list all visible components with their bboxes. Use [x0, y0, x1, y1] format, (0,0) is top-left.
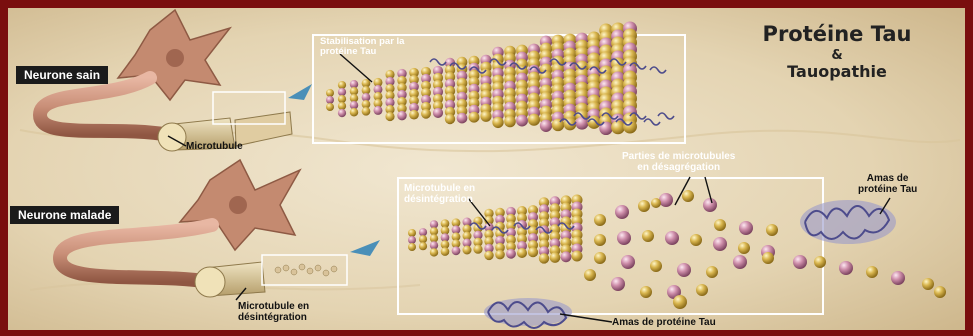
loose-tubulin-bead: [762, 252, 774, 264]
microtubule-bead: [445, 114, 455, 124]
label-tau-clump-right: Amas de protéine Tau: [858, 174, 917, 195]
microtubule-bead: [430, 248, 438, 256]
microtubule-bead: [517, 248, 527, 258]
loose-tubulin-bead: [650, 260, 662, 272]
microtubule-bead: [540, 120, 552, 132]
microtubule-bead: [452, 246, 461, 255]
loose-tubulin-bead: [621, 255, 635, 269]
loose-tubulin-bead: [714, 219, 726, 231]
loose-tubulin-bead: [673, 295, 687, 309]
loose-tubulin-bead: [677, 263, 691, 277]
loose-tubulin-bead: [594, 234, 606, 246]
label-sick-neuron: Neurone malade: [10, 206, 119, 224]
loose-tubulin-bead: [703, 198, 717, 212]
microtubule-bead: [457, 113, 468, 124]
microtubule-bead: [484, 251, 493, 260]
loose-tubulin-bead: [651, 198, 661, 208]
microtubule-bead: [408, 236, 416, 244]
loose-tubulin-bead: [690, 234, 702, 246]
microtubule-bead: [463, 246, 472, 255]
microtubule-bead: [326, 89, 334, 97]
loose-tubulin-bead: [766, 224, 778, 236]
microtubule-bead: [528, 114, 540, 126]
loose-tubulin-bead: [665, 231, 679, 245]
loose-tubulin-bead: [814, 256, 826, 268]
microtubule-bead: [473, 245, 482, 254]
microtubule-bead: [469, 112, 480, 123]
microtubule-bead: [572, 251, 583, 262]
title-line-1: Protéine Tau: [722, 22, 952, 46]
microtubule-bead: [623, 120, 637, 134]
loose-tubulin-bead: [611, 277, 625, 291]
label-healthy-neuron: Neurone sain: [16, 66, 108, 84]
microtubule-bead: [397, 111, 406, 120]
microtubule-bead: [599, 122, 613, 136]
loose-tubulin-bead: [713, 237, 727, 251]
microtubule-bead: [480, 111, 491, 122]
loose-tubulin-bead: [642, 230, 654, 242]
microtubule-bead: [419, 228, 427, 236]
microtubule-bead: [419, 242, 427, 250]
label-microtubule: Microtubule: [186, 142, 243, 153]
microtubule-bead: [552, 119, 565, 132]
loose-tubulin-bead: [891, 271, 905, 285]
loose-tubulin-bead: [733, 255, 747, 269]
label-disaggregating-parts: Parties de microtubules en désagrégation: [622, 152, 735, 173]
loose-tubulin-bead: [682, 190, 694, 202]
microtubule-bead: [506, 249, 516, 259]
microtubule-bead: [326, 96, 334, 104]
loose-tubulin-bead: [638, 200, 650, 212]
microtubule-bead: [539, 253, 549, 263]
microtubule-bead: [516, 115, 528, 127]
loose-tubulin-bead: [839, 261, 853, 275]
loose-tubulin-bead: [922, 278, 934, 290]
microtubule-bead: [362, 107, 371, 116]
loose-tubulin-bead: [584, 269, 596, 281]
loose-tubulin-bead: [866, 266, 878, 278]
label-stabilisation: Stabilisation par la protéine Tau: [320, 37, 404, 57]
microtubule-bead: [419, 235, 427, 243]
microtubule-bead: [433, 108, 443, 118]
microtubule-bead: [421, 109, 431, 119]
microtubule-bead: [561, 251, 572, 262]
label-microtubule-disintegration-bottom: Microtubule en désintégration: [238, 302, 309, 323]
tau-clump-right: [800, 200, 896, 244]
loose-tubulin-bead: [594, 252, 606, 264]
loose-tubulin-bead: [706, 266, 718, 278]
title-line-2: &: [722, 48, 952, 63]
microtubule-bead: [326, 103, 334, 111]
loose-tubulin-bead: [793, 255, 807, 269]
loose-tubulin-bead: [738, 242, 750, 254]
loose-tubulin-bead: [934, 286, 946, 298]
loose-tubulin-bead: [615, 205, 629, 219]
microtubule-bead: [495, 250, 505, 260]
microtubule-bead: [528, 247, 538, 257]
microtubule-bead: [408, 229, 416, 237]
loose-tubulin-bead: [640, 286, 652, 298]
microtubule-bead: [441, 247, 450, 256]
label-tau-clump-bottom: Amas de protéine Tau: [612, 318, 716, 329]
loose-tubulin-bead: [739, 221, 753, 235]
microtubule-bead: [338, 109, 346, 117]
title-line-3: Tauopathie: [722, 62, 952, 81]
loose-tubulin-bead: [696, 284, 708, 296]
loose-tubulin-bead: [594, 214, 606, 226]
microtubule-bead: [492, 117, 503, 128]
loose-tubulin-bead: [617, 231, 631, 245]
microtubule-bead: [385, 112, 394, 121]
microtubule-bead: [611, 121, 625, 135]
microtubule-bead: [550, 252, 561, 263]
label-microtubule-disintegration-top: Microtubule en désintégration: [404, 184, 475, 205]
microtubule-bead: [408, 243, 416, 251]
microtubule-bead: [504, 116, 516, 128]
microtubule-bead: [409, 110, 419, 120]
loose-tubulin-bead: [659, 193, 673, 207]
microtubule-bead: [350, 108, 358, 116]
microtubule-bead: [374, 106, 383, 115]
